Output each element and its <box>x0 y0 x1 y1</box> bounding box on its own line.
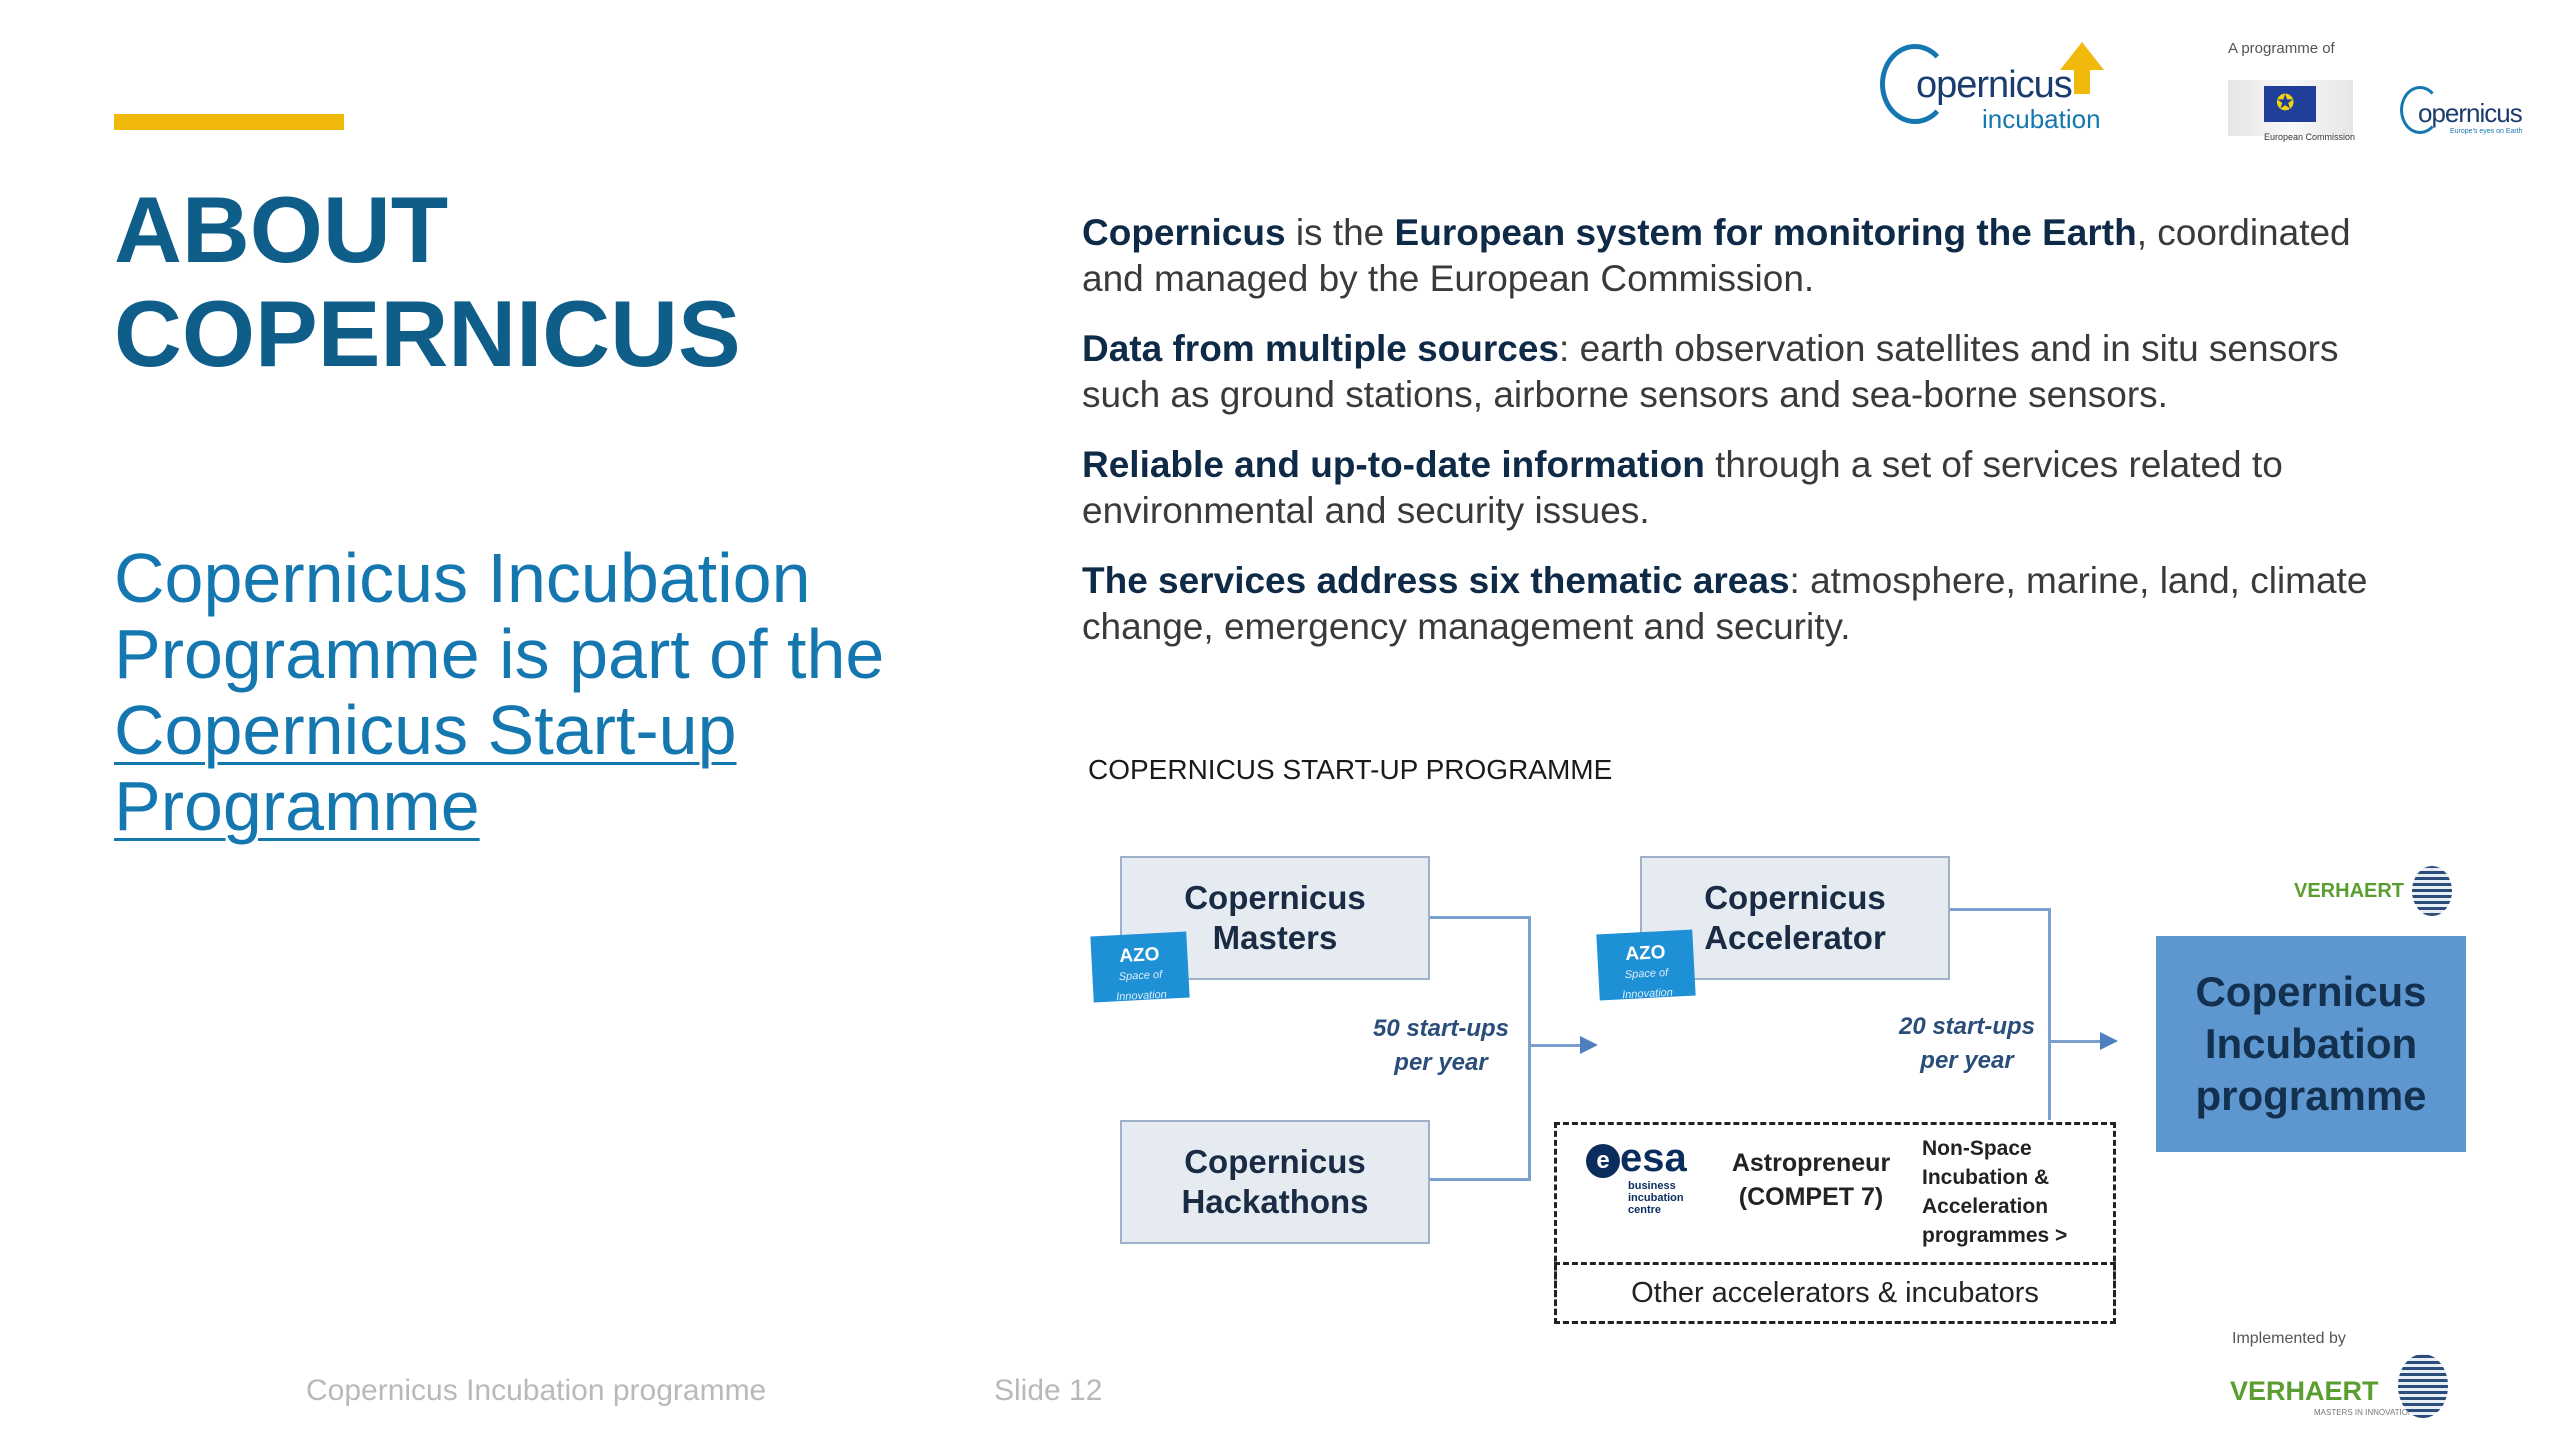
esa-sub: business incubation centre <box>1628 1180 1684 1216</box>
paragraph-1: Copernicus is the European system for mo… <box>1082 210 2412 302</box>
verhaert-logo-small: VERHAERT <box>2294 862 2454 918</box>
azo-tagline: Space of Innovation <box>1115 968 1168 1004</box>
logo-c-icon <box>2400 86 2440 134</box>
non-space-label: Non-Space Incubation & Acceleration prog… <box>1922 1137 2068 1247</box>
connector-line <box>1528 1044 1584 1047</box>
arrow-right-icon <box>1580 1036 1598 1054</box>
logo-word: opernicus <box>1916 64 2073 106</box>
diagram-title: COPERNICUS START-UP PROGRAMME <box>1088 754 1613 785</box>
eu-flag-icon: ✪ <box>2264 86 2316 122</box>
connector-line <box>1528 916 1531 1180</box>
p4-rest: : atmosphere, marine, land, climate chan… <box>1082 560 2368 647</box>
globe-icon <box>2412 866 2452 916</box>
azo-badge: AZO Space of Innovation <box>1596 929 1696 1001</box>
copernicus-logo: opernicus Europe's eyes on Earth <box>2400 84 2540 144</box>
european-commission-logo: ✪ European Commission <box>2228 62 2358 162</box>
connector-line <box>2048 908 2051 1120</box>
astropreneur-label: Astropreneur (COMPET 7) <box>1731 1149 1891 1211</box>
p1-bold: Copernicus <box>1082 212 1286 253</box>
startup-programme-link[interactable]: Copernicus Start-up Programme <box>114 691 737 845</box>
globe-icon <box>2398 1354 2448 1418</box>
logo-incubation: incubation <box>1982 104 2101 134</box>
arrow-right-icon <box>2100 1032 2118 1050</box>
footer-title: Copernicus Incubation programme <box>306 1374 767 1407</box>
slide-number: Slide 12 <box>994 1374 1103 1407</box>
logo-c-icon <box>1880 44 1950 124</box>
rate-1-line-1: 50 start-ups <box>1372 1015 1510 1042</box>
ec-text: European Commission <box>2264 132 2356 142</box>
connector-line <box>1950 908 2050 911</box>
esa-bic-logo: e esa business incubation centre <box>1586 1136 1696 1220</box>
title-line-2: COPERNICUS <box>114 281 741 386</box>
connector-line <box>1430 1178 1531 1181</box>
rate-2-line-2: per year <box>1920 1047 2014 1074</box>
rate-1-line-2: per year <box>1394 1049 1488 1076</box>
arrow-stem <box>2074 68 2090 94</box>
azo-label: AZO <box>1118 943 1160 968</box>
copernicus-masters-box: Copernicus Masters <box>1120 856 1430 980</box>
rate-2-line-1: 20 start-ups <box>1898 1013 2036 1040</box>
p2-bold: Data from multiple sources <box>1082 328 1560 369</box>
azo-label: AZO <box>1624 941 1666 966</box>
p3-rest: through a set of services related to env… <box>1082 444 2283 531</box>
connector-line <box>1430 916 1530 919</box>
accent-bar <box>114 114 344 130</box>
esa-e-icon: e <box>1586 1144 1620 1178</box>
paragraph-2: Data from multiple sources: earth observ… <box>1082 326 2412 418</box>
logo-word: opernicus <box>2418 98 2523 128</box>
verhaert-sub: MASTERS IN INNOVATION <box>2314 1408 2414 1417</box>
title-line-1: ABOUT <box>114 177 449 282</box>
p1-mid: is the <box>1285 212 1395 253</box>
copernicus-incubation-box: Copernicus Incubation programme <box>2156 936 2466 1152</box>
body-text: Copernicus is the European system for mo… <box>1082 210 2412 674</box>
rate-label-accelerator: 20 start-ups per year <box>1892 1010 2042 1078</box>
verhaert-word: VERHAERT <box>2230 1376 2379 1406</box>
p1-rest: , coordinated and managed by the Europea… <box>1082 212 2351 299</box>
esa-word: esa <box>1620 1136 1687 1180</box>
azo-tagline: Space of Innovation <box>1621 966 1674 1002</box>
paragraph-4: The services address six thematic areas:… <box>1082 558 2412 650</box>
arrow-up-icon <box>2060 42 2104 70</box>
copernicus-incubation-logo: opernicus incubation <box>1880 40 2120 140</box>
p3-bold: Reliable and up-to-date information <box>1082 444 1705 485</box>
p2-rest: : earth observation satellites and in si… <box>1082 328 2339 415</box>
implemented-by-label: Implemented by <box>2232 1330 2346 1347</box>
azo-badge: AZO Space of Innovation <box>1090 931 1190 1003</box>
slide-title: ABOUT COPERNICUS <box>114 178 814 386</box>
subtitle-text: Copernicus Incubation Programme is part … <box>114 539 885 693</box>
verhaert-logo: VERHAERT MASTERS IN INNOVATION <box>2230 1354 2450 1424</box>
rate-label-masters: 50 start-ups per year <box>1366 1012 1516 1080</box>
verhaert-word: VERHAERT <box>2294 880 2405 902</box>
p4-bold: The services address six thematic areas <box>1082 560 1790 601</box>
paragraph-3: Reliable and up-to-date information thro… <box>1082 442 2412 534</box>
logo-tagline: Europe's eyes on Earth <box>2450 128 2523 135</box>
p1-bold2: European system for monitoring the Earth <box>1394 212 2137 253</box>
copernicus-hackathons-box: Copernicus Hackathons <box>1120 1120 1430 1244</box>
other-accelerators-box: Other accelerators & incubators <box>1554 1262 2116 1324</box>
connector-line <box>2048 1040 2104 1043</box>
programme-of-label: A programme of <box>2228 40 2335 57</box>
slide-subtitle: Copernicus Incubation Programme is part … <box>114 540 934 844</box>
